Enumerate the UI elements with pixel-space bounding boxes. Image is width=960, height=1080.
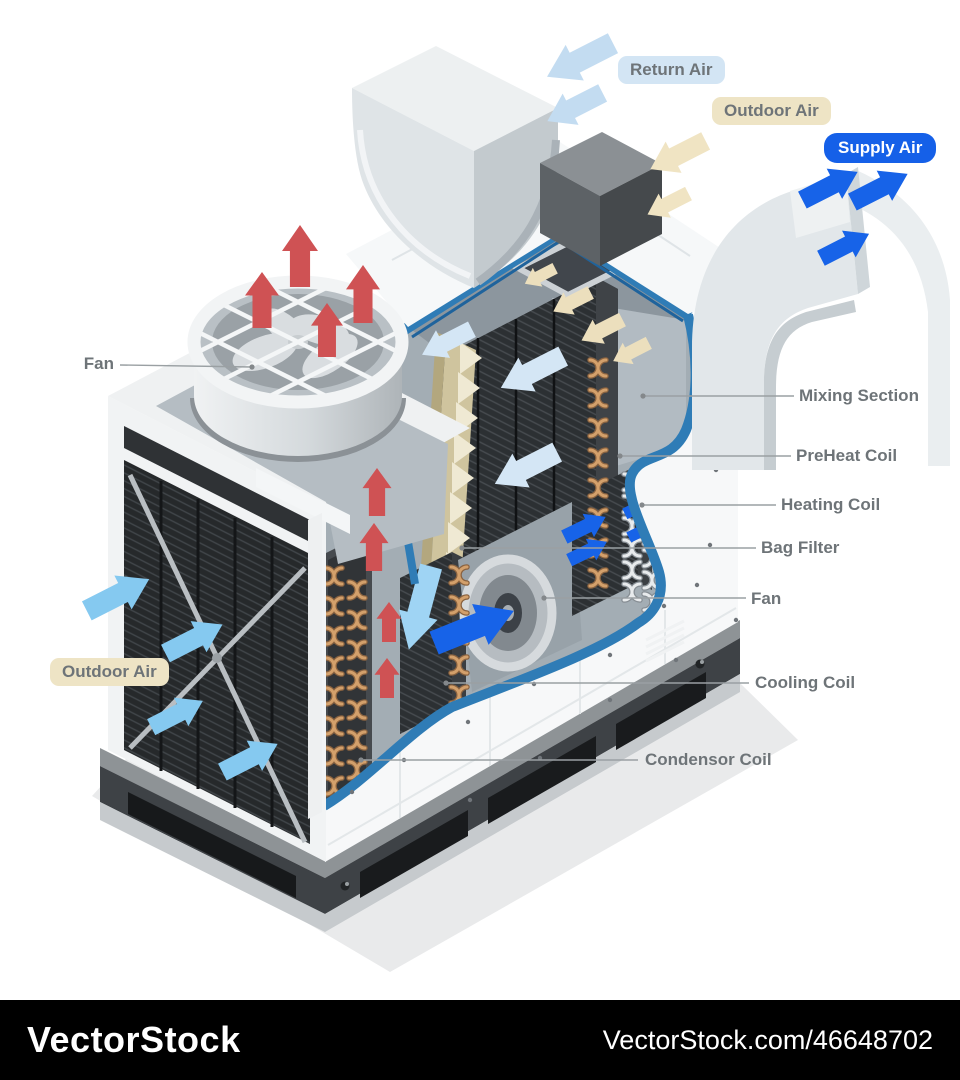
callout-preheat-coil: PreHeat Coil (796, 446, 898, 465)
flow-label-supply-air: Supply Air (824, 133, 937, 164)
cream-flow-arrow (650, 132, 711, 173)
pale-flow-arrow (547, 84, 608, 125)
hvac-illustration (81, 33, 950, 972)
red-flow-arrow (311, 303, 343, 357)
watermark-credit: VectorStock.com/46648702 (602, 1024, 933, 1055)
callout-cooling-coil: Cooling Coil (755, 673, 856, 692)
sky-flow-arrow (161, 621, 223, 663)
callout-fan-right: Fan (751, 589, 782, 608)
red-flow-arrow (245, 272, 279, 328)
base-skid (100, 620, 740, 932)
callout-bag-filter: Bag Filter (761, 538, 840, 557)
blue-flow-arrow (848, 170, 908, 211)
blue-flow-arrow (429, 604, 514, 655)
flow-label-outdoor-air-left: Outdoor Air (50, 658, 169, 687)
callout-condensor-coil: Condensor Coil (645, 750, 772, 769)
red-flow-arrow (362, 468, 392, 516)
cream2-flow-arrow (613, 336, 652, 365)
red-flow-arrow (346, 265, 380, 323)
watermark-bar: VectorStock VectorStock.com/46648702 (0, 1000, 960, 1080)
cream2-flow-arrow (553, 286, 594, 315)
pale2-flow-arrow (500, 346, 569, 392)
sky-flow-arrow (218, 740, 278, 781)
return-air-duct (352, 46, 560, 288)
sky-flow-arrow (147, 697, 203, 736)
sky2-flow-arrow (398, 563, 442, 650)
flow-label-outdoor-air-top: Outdoor Air (712, 97, 831, 126)
blue-flow-arrow (798, 168, 858, 209)
red-flow-arrow (376, 602, 402, 642)
callout-heating-coil: Heating Coil (781, 495, 881, 514)
cream2-flow-arrow (581, 312, 626, 344)
watermark-brand: VectorStock (27, 1019, 241, 1060)
outdoor-air-intake (540, 132, 662, 266)
cream2-flow-arrow (524, 263, 558, 287)
pale2-flow-arrow (422, 321, 476, 358)
pale-flow-arrow (547, 33, 619, 81)
red-flow-arrow (359, 523, 389, 571)
airflow-arrows (81, 33, 908, 781)
supply-air-duct (692, 167, 950, 470)
cream-flow-arrow (647, 186, 692, 218)
leader-line (119, 364, 253, 368)
red-flow-arrow (282, 225, 318, 287)
panel-vent-slats (645, 619, 685, 663)
pale2-flow-arrow (494, 442, 563, 488)
leader-lines (119, 364, 794, 763)
callout-fan-left: Fan (83, 354, 114, 373)
blue-flow-arrow (561, 513, 606, 544)
sky-flow-arrow (81, 575, 150, 621)
blue-flow-arrow (817, 230, 870, 266)
flow-label-return-air: Return Air (618, 56, 725, 85)
blue-flow-arrow (566, 538, 607, 567)
callout-mixing-section: Mixing Section (799, 386, 919, 405)
red-flow-arrow (374, 658, 400, 698)
